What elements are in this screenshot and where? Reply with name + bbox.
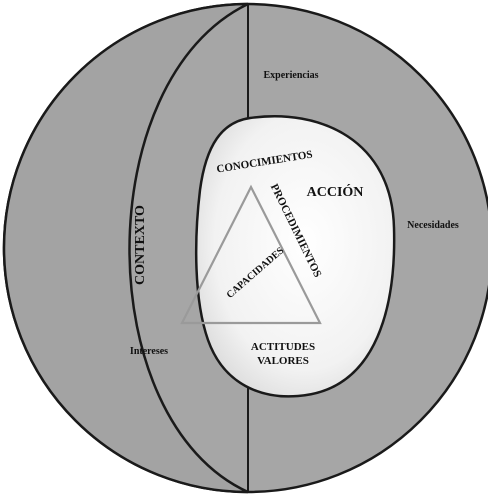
action-core (194, 114, 396, 398)
label-experiencias: Experiencias (264, 70, 319, 81)
label-accion: ACCIÓN (307, 183, 364, 200)
label-intereses: Intereses (130, 346, 168, 357)
label-valores: VALORES (257, 355, 309, 367)
label-necesidades: Necesidades (407, 220, 459, 231)
context-crescent (2, 2, 249, 494)
label-actitudes: ACTITUDES (251, 341, 315, 353)
label-contexto: CONTEXTO (133, 205, 148, 285)
capacities-triangle (180, 184, 322, 325)
